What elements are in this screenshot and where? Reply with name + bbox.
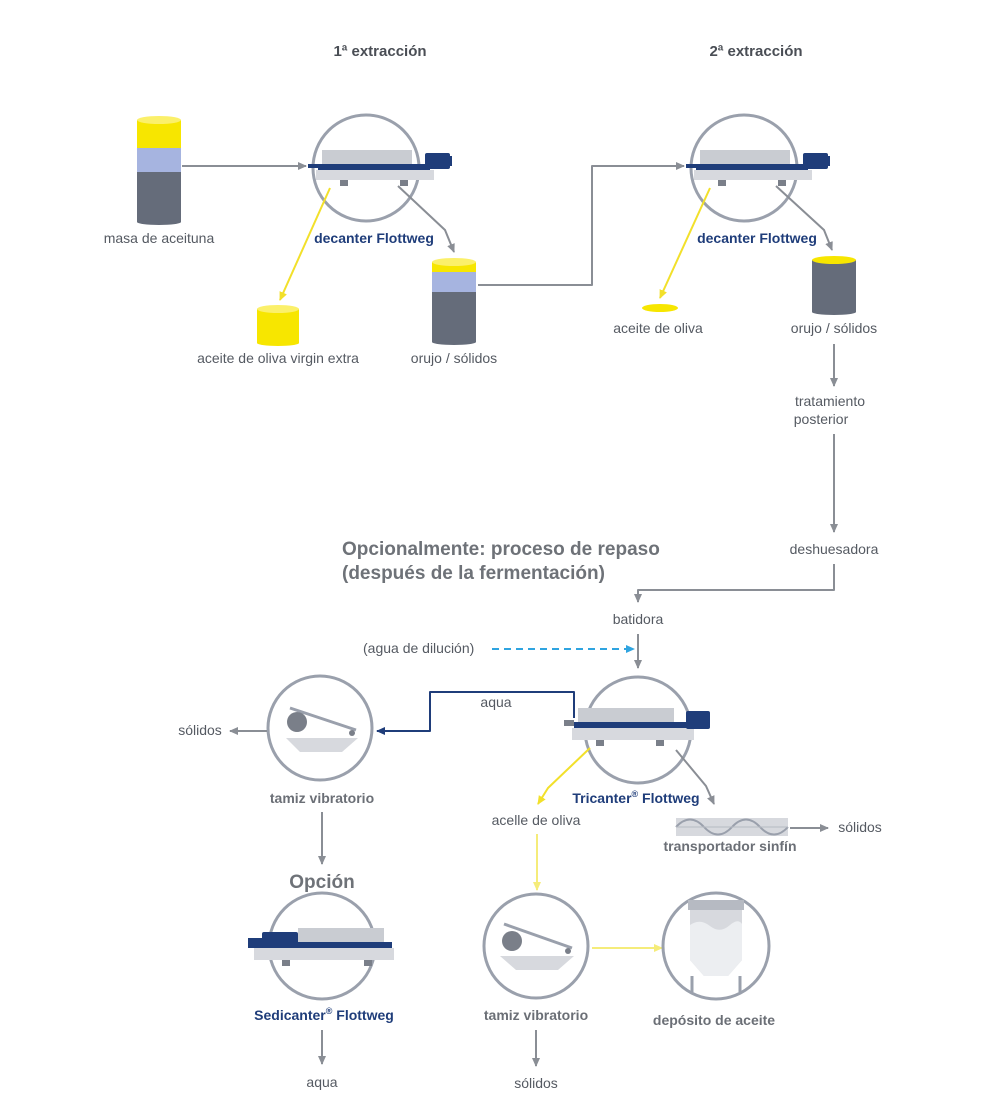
sedicanter-name: Sedicanter [254,1007,326,1023]
decanter2-icon [686,113,830,223]
decanter2-label: decanter Flottweg [697,230,817,246]
tamiz2-label: tamiz vibratorio [484,1007,588,1023]
deposito-label: depósito de aceite [653,1012,775,1028]
deshuesadora-label: deshuesadora [790,541,879,557]
orujo1-cylinder-icon [432,258,476,345]
masa-cylinder-icon [137,116,181,225]
vibrating-screen2-icon [482,892,590,1000]
vibrating-screen1-icon [266,674,374,782]
decanter1-label: decanter Flottweg [314,230,434,246]
tricanter-icon [564,675,710,785]
arrow-decanter1-to-oil [279,187,331,301]
orujo1-label: orujo / sólidos [411,350,497,366]
arrow-tricanter-to-tamiz1 [376,691,575,735]
tamiz1-label: tamiz vibratorio [270,790,374,806]
arrow-decanter1-to-orujo [397,185,455,253]
decanter1-icon [308,113,452,223]
transportador-label: transportador sinfín [663,838,796,854]
aqua-flow-label: aqua [480,694,511,710]
screw-conveyor-icon [675,818,789,836]
oil2-label: aceite de oliva [613,320,703,336]
arrow-tricanter-to-conveyor [675,749,715,805]
header-second-extraction: 2ª extracción [709,43,802,60]
tricanter-registered: ® [632,789,639,799]
aqua-bottom-label: aqua [306,1074,337,1090]
opcion-label: Opción [289,872,354,893]
arrow-tricanter-to-oil [537,747,591,805]
tratamiento-label-line1: tratamiento [795,393,865,409]
tricanter-label: Tricanter® Flottweg [572,789,699,806]
masa-label: masa de aceituna [104,230,215,246]
solidos-right-label: sólidos [838,819,882,835]
sedicanter-brand: Flottweg [332,1007,393,1023]
arrow-deshuesadora-to-batidora [634,564,835,603]
header-first-extraction: 1ª extracción [333,43,426,60]
repaso-title-line2: (después de la fermentación) [342,563,605,584]
solidos-left-label: sólidos [178,722,222,738]
arrow-orujo1-to-decanter2 [478,162,685,286]
tratamiento-label-line2: posterior [794,411,849,427]
sedicanter-icon [248,891,394,1001]
arrow-decanter2-to-oil [659,187,711,299]
arrow-decanter2-to-orujo [775,185,833,251]
tricanter-brand: Flottweg [638,790,699,806]
tricanter-name: Tricanter [572,790,632,806]
agua-dilucion-label: (agua de dilución) [363,640,474,656]
batidora-label: batidora [613,611,664,627]
oil2-disc-icon [642,304,678,312]
sedicanter-registered: ® [326,1006,333,1016]
virgin-oil-cylinder-icon [257,305,299,346]
oil-tank-icon [661,891,771,1001]
orujo2-cylinder-icon [812,256,856,315]
acelle-label: acelle de oliva [492,812,581,828]
orujo2-label: orujo / sólidos [791,320,877,336]
solidos-bottom-label: sólidos [514,1075,558,1091]
virgin-oil-label: aceite de oliva virgin extra [197,350,359,366]
repaso-title-line1: Opcionalmente: proceso de repaso [342,539,660,560]
sedicanter-label: Sedicanter® Flottweg [254,1006,394,1023]
